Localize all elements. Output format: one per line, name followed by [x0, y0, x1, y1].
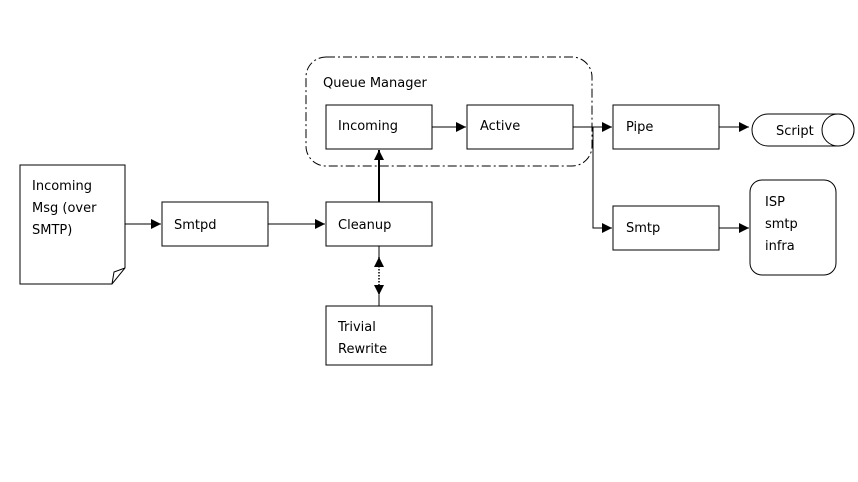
arrow-active-to-smtp: [592, 127, 612, 233]
incoming-msg-line1: Incoming: [32, 179, 92, 194]
smtpd-node: Smtpd: [161, 201, 269, 247]
smtpd-label: Smtpd: [174, 218, 217, 233]
isp-line2: smtp: [765, 217, 798, 232]
script-label: Script: [776, 124, 814, 139]
trivial-rewrite-line1: Trivial: [337, 320, 376, 335]
pipe-label: Pipe: [626, 120, 653, 135]
incoming-msg-line3: SMTP): [32, 223, 72, 238]
pipe-node: Pipe: [612, 104, 720, 150]
smtp-node: Smtp: [612, 205, 720, 251]
cleanup-label: Cleanup: [338, 218, 391, 233]
smtp-label: Smtp: [626, 221, 660, 236]
queue-manager-label: Queue Manager: [323, 76, 427, 91]
isp-node: ISP smtp infra: [749, 179, 837, 276]
incoming-queue-label: Incoming: [338, 119, 398, 134]
cleanup-node: Cleanup: [325, 201, 433, 247]
active-queue-node: Active: [466, 104, 574, 150]
trivial-rewrite-node: Trivial Rewrite: [325, 305, 433, 366]
queue-manager-group: [305, 56, 593, 167]
incoming-queue-node: Incoming: [325, 104, 433, 150]
isp-line3: infra: [765, 239, 795, 254]
incoming-msg-line2: Msg (over: [32, 201, 97, 216]
trivial-rewrite-line2: Rewrite: [338, 342, 387, 357]
isp-line1: ISP: [765, 195, 785, 210]
script-node: Script: [751, 113, 855, 147]
incoming-msg-node: Incoming Msg (over SMTP): [19, 164, 126, 285]
active-queue-label: Active: [480, 119, 520, 134]
